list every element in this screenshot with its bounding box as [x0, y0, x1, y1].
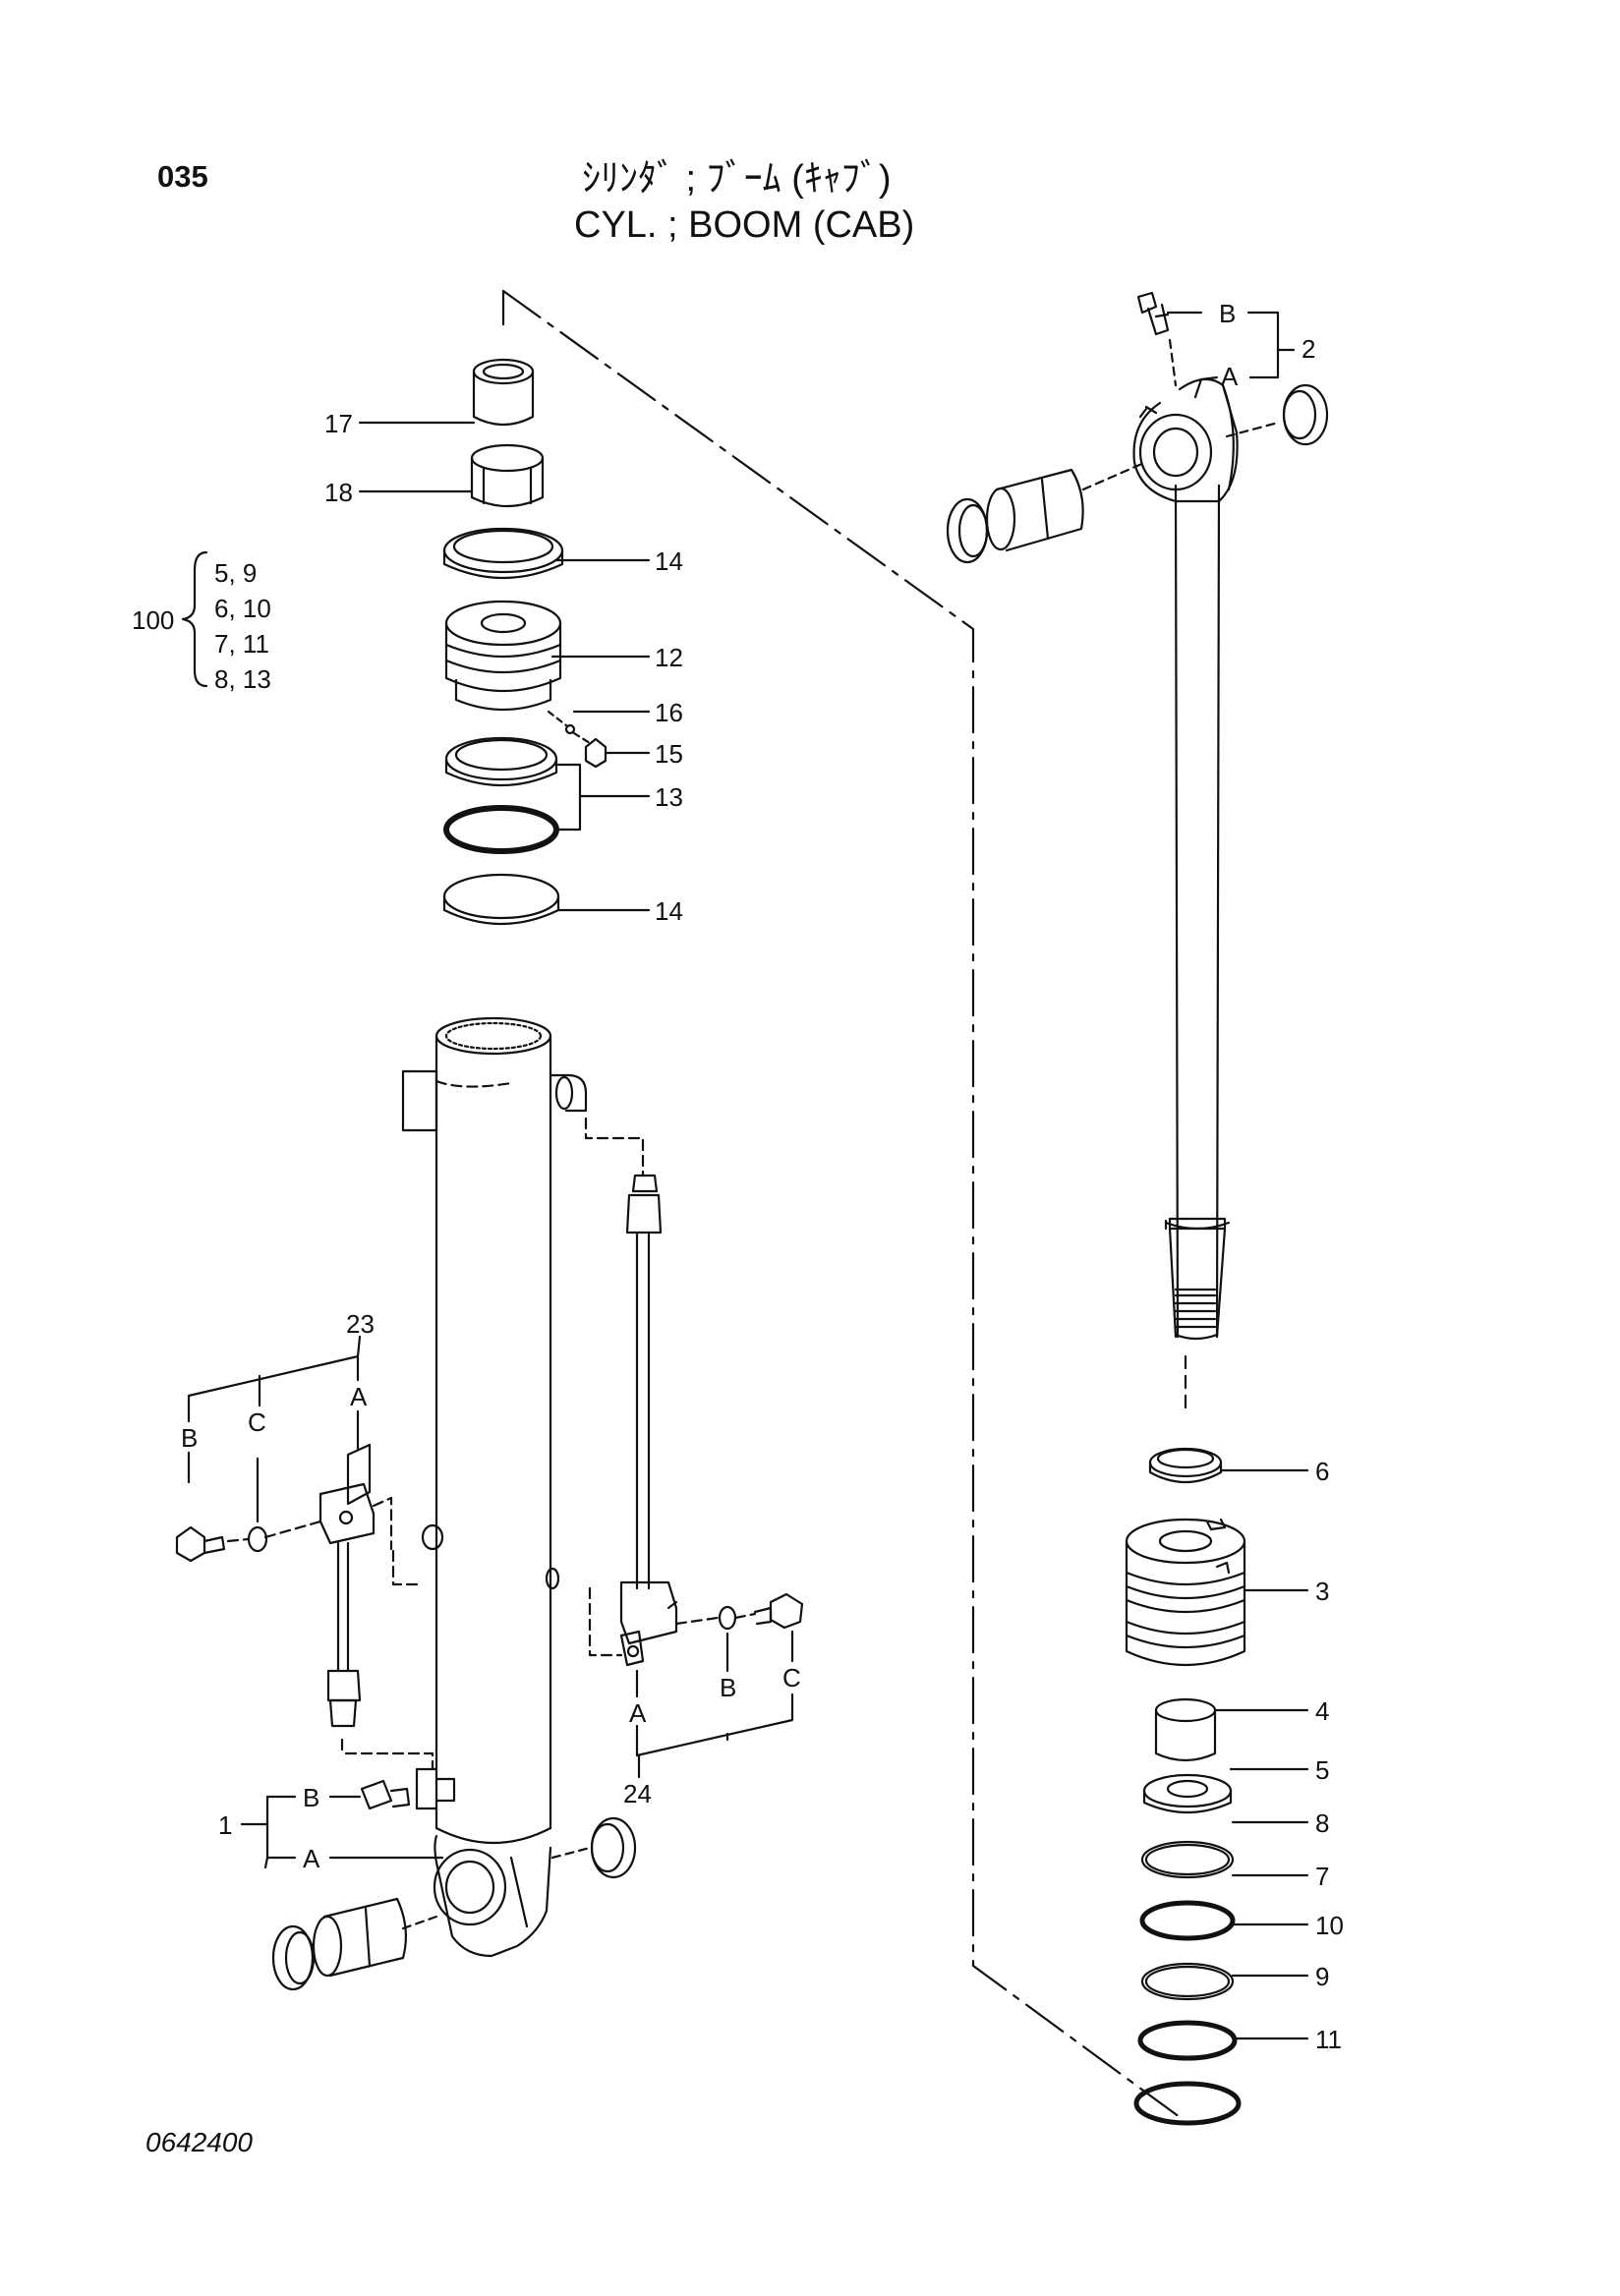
callout-1: 1 — [218, 1810, 232, 1840]
ball-16 — [564, 723, 576, 735]
kit-item: 7, 11 — [214, 629, 269, 659]
callout-17: 17 — [324, 409, 353, 438]
callout-14a: 14 — [655, 546, 683, 576]
backup-ring-14b — [442, 873, 560, 926]
callout-9: 9 — [1315, 1962, 1329, 1991]
callout-5: 5 — [1315, 1755, 1329, 1785]
o-ring-11 — [1133, 2081, 1242, 2126]
callout-15: 15 — [655, 739, 683, 769]
callout-16: 16 — [655, 698, 683, 727]
sublabel-rod-A: A — [1221, 362, 1239, 391]
bolt-24C — [753, 1592, 804, 1630]
kit-item: 8, 13 — [214, 664, 271, 694]
dust-seal-18 — [470, 443, 545, 507]
pipe-24 — [619, 1174, 678, 1667]
backup-ring-10 — [1140, 1962, 1235, 2001]
pin-bushing-rod — [985, 468, 1084, 552]
callout-7: 7 — [1315, 1862, 1329, 1891]
sublabel-rod-B: B — [1219, 299, 1236, 328]
sublabel-24-A: A — [629, 1698, 647, 1728]
callout-13: 13 — [655, 782, 683, 812]
pipe-23 — [318, 1443, 376, 1728]
title-japanese: ｼﾘﾝﾀﾞ ; ﾌﾞｰﾑ (ｷｬﾌﾞ) — [582, 158, 892, 200]
dust-seal-rod-right — [1282, 383, 1329, 446]
washer-23C — [247, 1525, 268, 1553]
bushing-17 — [472, 358, 535, 427]
screw-15 — [584, 737, 608, 769]
callout-23: 23 — [346, 1309, 375, 1339]
callout-3: 3 — [1315, 1577, 1329, 1606]
sublabel-tube-A: A — [303, 1844, 320, 1873]
callout-14b: 14 — [655, 896, 683, 926]
backup-ring-10-inner — [1144, 1965, 1231, 1998]
cylinder-tube-1 — [401, 1016, 588, 1958]
callout-12: 12 — [655, 643, 683, 672]
callout-11: 11 — [1315, 2025, 1342, 2054]
title-english: CYL. ; BOOM (CAB) — [574, 204, 915, 246]
seal-ring-13 — [444, 736, 558, 786]
backup-ring-14a — [442, 527, 564, 580]
callout-24: 24 — [623, 1779, 652, 1808]
piston-rod — [1132, 377, 1239, 1341]
cushion-ring-6 — [1148, 1447, 1223, 1483]
kit-number: 100 — [132, 605, 174, 635]
o-ring-7 — [1139, 1900, 1236, 1941]
sublabel-24-C: C — [782, 1663, 801, 1693]
pin-bushing-tube — [312, 1897, 408, 1978]
kit-brace — [181, 550, 208, 688]
grease-nipple-tube — [360, 1779, 411, 1810]
dust-seal-rod-left — [946, 497, 989, 564]
figure-number: 0642400 — [145, 2127, 254, 2157]
callout-2: 2 — [1302, 334, 1315, 364]
assembly-frame-line — [501, 289, 1182, 2119]
kit-item: 6, 10 — [214, 594, 271, 623]
rod-cover-12 — [444, 600, 562, 712]
sublabel-tube-B: B — [303, 1783, 319, 1812]
bushing-4 — [1154, 1697, 1217, 1762]
bolt-23B — [175, 1525, 226, 1563]
o-ring-13 — [443, 805, 559, 854]
sublabel-23-A: A — [350, 1382, 368, 1411]
callout-18: 18 — [324, 478, 353, 507]
sublabel-23-C: C — [248, 1407, 266, 1437]
nut-5 — [1142, 1773, 1233, 1814]
ring-8 — [1140, 1840, 1235, 1879]
callout-4: 4 — [1315, 1696, 1329, 1726]
sublabel-24-B: B — [720, 1673, 736, 1702]
dust-seal-tube-right — [590, 1816, 637, 1879]
callout-6: 6 — [1315, 1457, 1329, 1486]
page-number: 035 — [157, 159, 208, 194]
callout-8: 8 — [1315, 1808, 1329, 1838]
piston-3 — [1125, 1518, 1246, 1667]
kit-item: 5, 9 — [214, 558, 257, 588]
o-ring-9 — [1137, 2020, 1238, 2061]
washer-24B — [718, 1605, 737, 1631]
dust-seal-tube-left — [271, 1924, 316, 1991]
callout-10: 10 — [1315, 1911, 1344, 1940]
grease-fitting-rod — [1136, 291, 1170, 336]
ring-8-inner — [1144, 1843, 1231, 1876]
sublabel-23-B: B — [181, 1423, 198, 1453]
